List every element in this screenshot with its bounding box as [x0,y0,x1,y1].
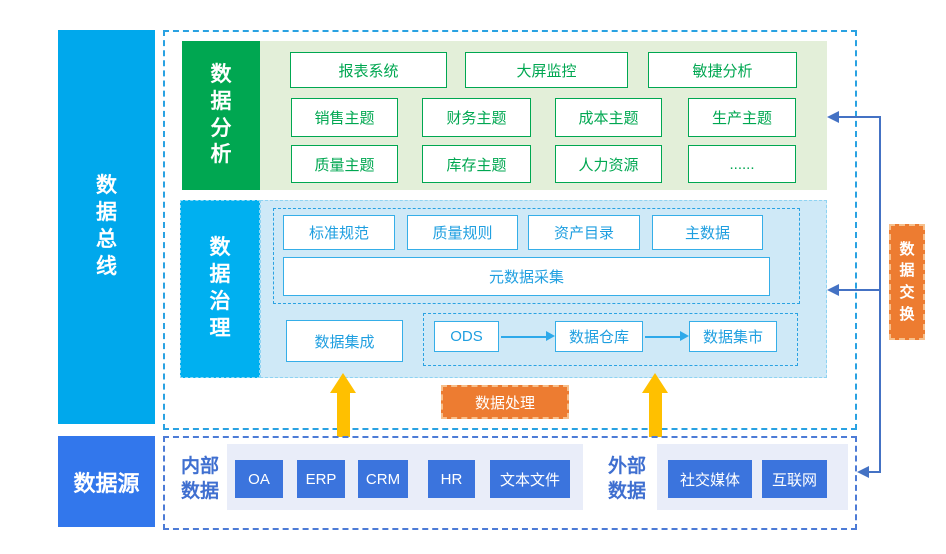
analysis-box-report: 报表系统 [290,52,447,88]
external-data-label: 外部数据 [607,456,646,502]
exchange-connector-vline [879,116,881,473]
source-box-crm: CRM [358,460,408,498]
flow-connector-line [501,336,547,338]
exchange-connector-hline-middle [839,289,881,291]
analysis-box-cost: 成本主题 [555,98,662,137]
flow-box-data-mart: 数据集市 [689,321,777,352]
arrow-right-icon [546,331,555,341]
arrow-right-icon [680,331,689,341]
data-governance-label: 数据治理 [209,236,231,340]
governance-box-quality-rules: 质量规则 [407,215,518,250]
data-analysis-label: 数据分析 [210,62,232,167]
data-bus-bar: 数据总线 [58,30,155,424]
arrow-up-icon [330,373,356,393]
analysis-box-production: 生产主题 [688,98,796,137]
arrow-up-shaft [337,392,350,437]
analysis-box-bigscreen: 大屏监控 [465,52,628,88]
governance-box-master-data: 主数据 [652,215,763,250]
source-box-internet: 互联网 [762,460,827,498]
governance-box-metadata-collection: 元数据采集 [283,257,770,296]
arrow-left-icon [827,284,839,296]
data-governance-bar: 数据治理 [180,200,260,378]
flow-box-ods: ODS [434,321,499,352]
warehouse-flow-dashed-group [423,313,798,366]
data-source-bar: 数据源 [58,436,155,527]
arrow-up-icon [642,373,668,393]
platform-dashed-container [163,30,857,430]
source-box-social-media: 社交媒体 [668,460,752,498]
source-box-erp: ERP [297,460,345,498]
data-processing-box: 数据处理 [441,385,569,419]
data-bus-label: 数据总线 [95,174,117,278]
exchange-connector-hline-bottom [869,471,881,473]
analysis-box-sales: 销售主题 [291,98,398,137]
analysis-box-more: ...... [688,145,796,183]
source-box-hr: HR [428,460,475,498]
governance-box-asset-catalog: 资产目录 [528,215,640,250]
governance-box-standards: 标准规范 [283,215,395,250]
analysis-box-inventory: 库存主题 [422,145,531,183]
data-source-label: 数据源 [73,470,140,496]
flow-box-data-warehouse: 数据仓库 [555,321,643,352]
arrow-left-icon [827,111,839,123]
analysis-box-agile: 敏捷分析 [648,52,797,88]
data-source-dashed-container [163,436,857,530]
exchange-connector-hline-top [839,116,881,118]
flow-connector-line [645,336,681,338]
analysis-box-finance: 财务主题 [422,98,531,137]
source-box-textfile: 文本文件 [490,460,570,498]
governance-box-data-integration: 数据集成 [286,320,403,362]
governance-rules-dashed-group [273,208,800,304]
data-exchange-label: 数据交换 [899,240,915,323]
internal-data-label: 内部数据 [180,456,219,502]
arrow-left-icon [857,466,869,478]
data-analysis-bar: 数据分析 [182,41,260,190]
analysis-box-hr: 人力资源 [555,145,662,183]
analysis-box-quality: 质量主题 [291,145,398,183]
source-box-oa: OA [235,460,283,498]
arrow-up-shaft [649,392,662,437]
data-exchange-box: 数据交换 [889,224,925,340]
